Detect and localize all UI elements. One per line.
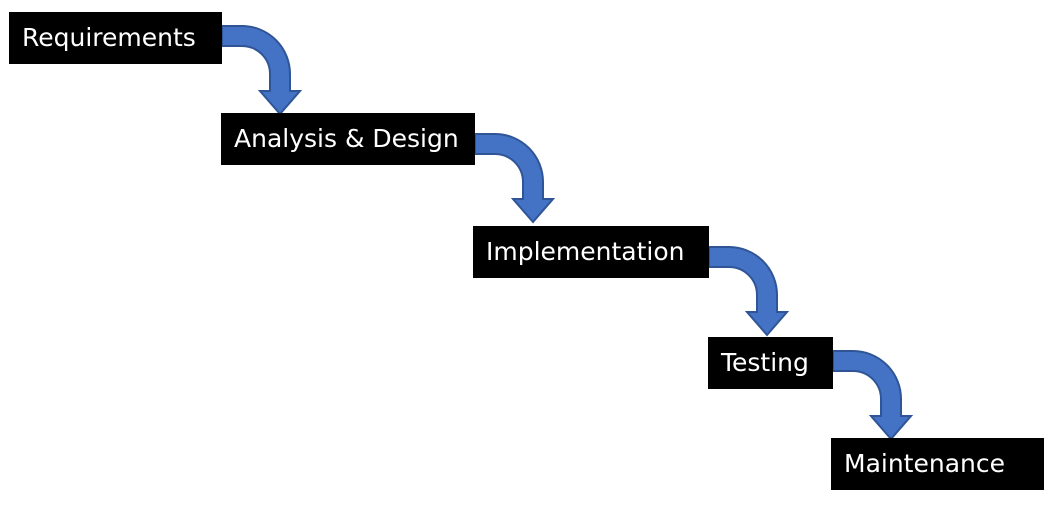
step-implementation: Implementation (473, 226, 709, 278)
step-testing: Testing (708, 337, 833, 389)
step-requirements: Requirements (9, 12, 222, 64)
flow-arrow-implementation-to-testing (708, 246, 790, 337)
flow-arrow-testing-to-maintenance (832, 350, 914, 441)
step-maintenance: Maintenance (831, 438, 1044, 490)
flow-arrow-requirements-to-analysis (221, 25, 303, 116)
flow-arrow-analysis-to-implementation (474, 133, 556, 224)
step-analysis-design: Analysis & Design (221, 113, 475, 165)
